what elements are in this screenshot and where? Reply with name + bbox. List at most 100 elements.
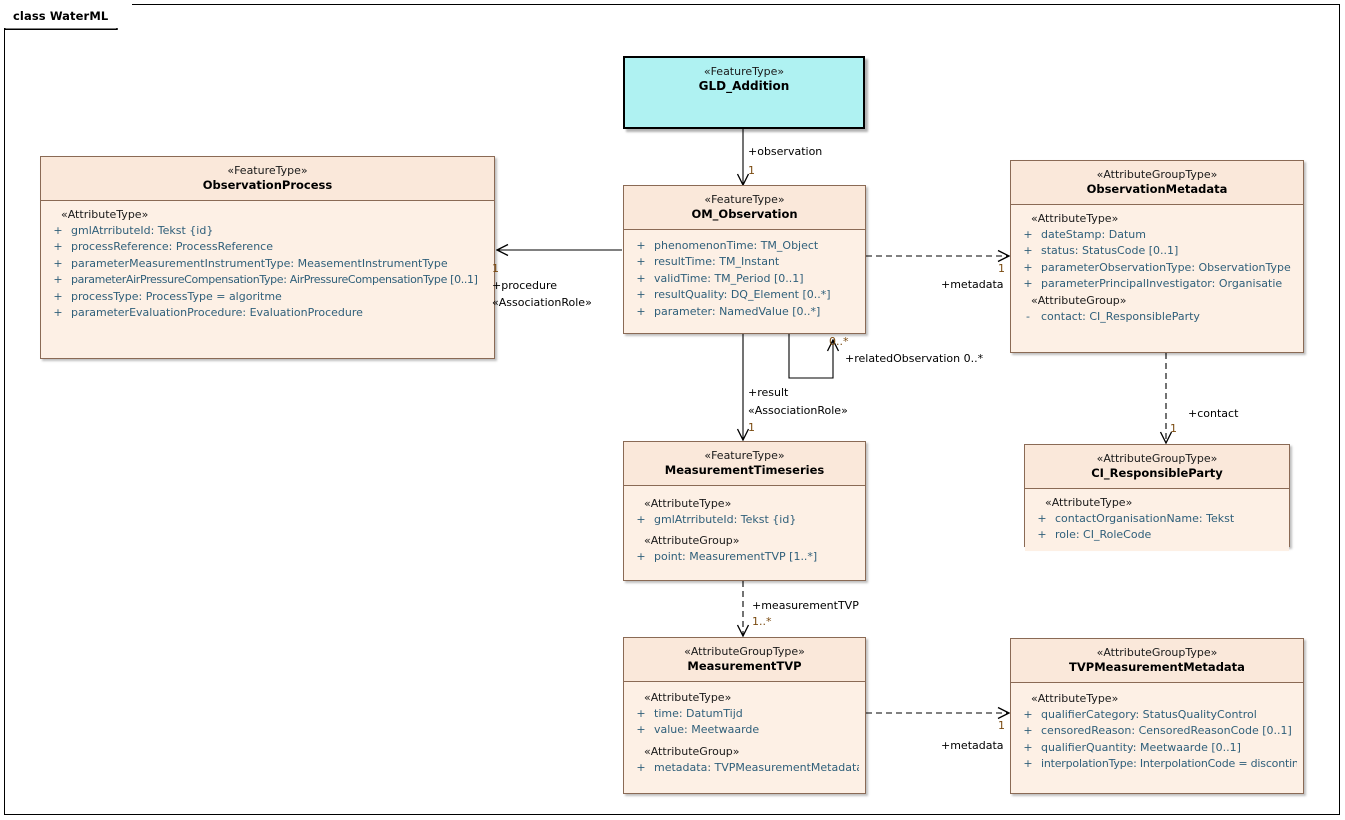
attribute-row: + parameterAirPressureCompensationType: A… xyxy=(45,272,490,289)
class-stereotype: «FeatureType» xyxy=(227,164,308,177)
connector-label-procedure-stereotype: «AssociationRole» xyxy=(492,296,592,309)
class-body: «AttributeType» +contactOrganisationName… xyxy=(1025,488,1289,551)
connector-label-procedure-multiplicity: 1 xyxy=(492,262,499,275)
class-gld-addition[interactable]: «FeatureType» GLD_Addition xyxy=(623,56,865,129)
class-header: «FeatureType» OM_Observation xyxy=(624,186,865,229)
visibility-marker: + xyxy=(636,760,646,774)
class-header: «AttributeGroupType» TVPMeasurementMetad… xyxy=(1011,639,1303,682)
attribute-text: parameterPrincipalInvestigator: Organisa… xyxy=(1041,277,1283,291)
class-divider xyxy=(1025,487,1289,489)
attribute-group-label: «AttributeGroup» xyxy=(1031,293,1127,307)
class-body: +phenomenonTime: TM_Object +resultTime: … xyxy=(624,229,865,328)
attribute-text: contact: CI_ResponsibleParty xyxy=(1041,309,1200,323)
class-divider xyxy=(1011,203,1303,205)
attribute-group-label: «AttributeType» xyxy=(644,496,732,510)
visibility-marker: + xyxy=(636,288,646,302)
connector-label-related-observation-role: +relatedObservation 0..* xyxy=(845,352,984,365)
class-measurement-timeseries[interactable]: «FeatureType» MeasurementTimeseries «Att… xyxy=(623,441,866,581)
visibility-marker: + xyxy=(636,238,646,252)
class-name: ObservationMetadata xyxy=(1086,182,1228,197)
visibility-marker: + xyxy=(53,240,63,254)
visibility-marker: + xyxy=(53,256,63,270)
class-divider xyxy=(624,484,865,486)
attribute-text: parameter: NamedValue [0..*] xyxy=(654,304,821,318)
connector-label-metadata-observation-multiplicity: 1 xyxy=(998,262,1005,275)
class-body: «AttributeType» +qualifierCategory: Stat… xyxy=(1011,682,1303,780)
class-name: MeasurementTVP xyxy=(687,659,802,674)
visibility-marker: + xyxy=(1037,528,1047,542)
class-stereotype: «AttributeGroupType» xyxy=(684,645,805,658)
class-om-observation[interactable]: «FeatureType» OM_Observation + phenomenon… xyxy=(623,185,866,334)
attribute-text: point: MeasurementTVP [1..*] xyxy=(654,550,818,564)
connector-label-result-role: +result xyxy=(748,386,789,399)
class-observation-process[interactable]: «FeatureType» ObservationProcess «Attrib… xyxy=(40,156,495,359)
attribute-group-label: «AttributeType» xyxy=(1045,495,1133,509)
attribute-text: processReference: ProcessReference xyxy=(71,240,273,254)
class-header: «AttributeGroupType» CI_ResponsibleParty xyxy=(1025,445,1289,488)
attribute-group-label: «AttributeType» xyxy=(644,690,732,704)
connector-label-contact-multiplicity: 1 xyxy=(1170,422,1177,435)
attribute-text: validTime: TM_Period [0..1] xyxy=(654,271,804,285)
attribute-row: +contactOrganisationName: Tekst xyxy=(1029,511,1285,528)
attribute-text: phenomenonTime: TM_Object xyxy=(654,238,819,252)
attribute-row: +parameterObservationType: ObservationTy… xyxy=(1015,260,1299,277)
diagram-title: class WaterML xyxy=(4,4,133,28)
class-header: «FeatureType» MeasurementTimeseries xyxy=(624,442,865,485)
connector-label-measurementtvp-multiplicity: 1..* xyxy=(752,615,772,628)
attribute-text: parameterObservationType: ObservationTyp… xyxy=(1041,260,1291,274)
visibility-marker: + xyxy=(1023,277,1033,291)
visibility-marker: + xyxy=(1023,757,1033,771)
attribute-row: +metadata: TVPMeasurementMetadata xyxy=(628,760,861,777)
class-stereotype: «AttributeGroupType» xyxy=(1096,452,1218,465)
attribute-row: +gmlAtrributeId: Tekst {id} xyxy=(628,512,861,529)
visibility-marker: + xyxy=(53,273,63,287)
class-name: MeasurementTimeseries xyxy=(664,463,825,478)
visibility-marker: + xyxy=(53,223,63,237)
class-body: «AttributeType» +gmlAtrributeId: Tekst {… xyxy=(624,485,865,573)
class-observation-metadata[interactable]: «AttributeGroupType» ObservationMetadata… xyxy=(1010,160,1304,353)
visibility-marker: + xyxy=(53,289,63,303)
attribute-text: interpolationType: InterpolationCode = d… xyxy=(1041,757,1297,771)
class-header: «FeatureType» GLD_Addition xyxy=(625,58,863,101)
attribute-text: parameterAirPressureCompensationType: Ai… xyxy=(71,273,478,287)
visibility-marker: + xyxy=(636,550,646,564)
class-ci-responsibleparty[interactable]: «AttributeGroupType» CI_ResponsibleParty… xyxy=(1024,444,1290,551)
connector-label-result-multiplicity: 1 xyxy=(748,421,755,434)
class-body: «AttributeType» +time: DatumTijd +value:… xyxy=(624,681,865,784)
visibility-marker: + xyxy=(1023,227,1033,241)
attribute-text: time: DatumTijd xyxy=(654,706,743,720)
connector-label-result-stereotype: «AssociationRole» xyxy=(748,404,848,417)
visibility-marker: + xyxy=(53,306,63,320)
class-measurement-tvp[interactable]: «AttributeGroupType» MeasurementTVP «Att… xyxy=(623,637,866,794)
class-name: OM_Observation xyxy=(691,207,798,222)
attribute-text: qualifierQuantity: Meetwaarde [0..1] xyxy=(1041,740,1241,754)
class-divider xyxy=(41,199,494,201)
attribute-text: gmlAtrributeId: Tekst {id} xyxy=(71,223,214,237)
visibility-marker: + xyxy=(636,706,646,720)
class-body: «AttributeType» +dateStamp: Datum +statu… xyxy=(1011,204,1303,333)
visibility-marker: + xyxy=(1023,707,1033,721)
attribute-row: +parameter: NamedValue [0..*] xyxy=(628,304,861,321)
connector-label-measurementtvp-role: +measurementTVP xyxy=(752,599,859,612)
class-name: ObservationProcess xyxy=(202,178,333,193)
attribute-row: + phenomenonTime: TM_Object xyxy=(628,238,861,255)
class-stereotype: «FeatureType» xyxy=(704,449,785,462)
class-divider xyxy=(1011,681,1303,683)
attribute-row: +resultQuality: DQ_Element [0..*] xyxy=(628,287,861,304)
connector-label-metadata-observation-role: +metadata xyxy=(941,278,1004,291)
attribute-row: +qualifierCategory: StatusQualityControl xyxy=(1015,707,1299,724)
attribute-text: parameterEvaluationProcedure: Evaluation… xyxy=(71,306,363,320)
class-tvp-measurement-metadata[interactable]: «AttributeGroupType» TVPMeasurementMetad… xyxy=(1010,638,1304,794)
attribute-text: status: StatusCode [0..1] xyxy=(1041,244,1179,258)
connector-label-observation-role: +observation xyxy=(748,145,823,158)
connector-label-related-observation-multiplicity: 0..* xyxy=(829,335,849,348)
attribute-row: + point: MeasurementTVP [1..*] xyxy=(628,549,861,566)
attribute-row: +status: StatusCode [0..1] xyxy=(1015,243,1299,260)
class-header: «AttributeGroupType» ObservationMetadata xyxy=(1011,161,1303,204)
attribute-text: processType: ProcessType = algoritme xyxy=(71,289,282,303)
class-stereotype: «FeatureType» xyxy=(703,65,785,78)
class-body: «AttributeType» +gmlAtrributeId: Tekst {… xyxy=(41,200,494,329)
attribute-text: parameterMeasurementInstrumentType: Meas… xyxy=(71,256,448,270)
attribute-text: dateStamp: Datum xyxy=(1041,227,1146,241)
